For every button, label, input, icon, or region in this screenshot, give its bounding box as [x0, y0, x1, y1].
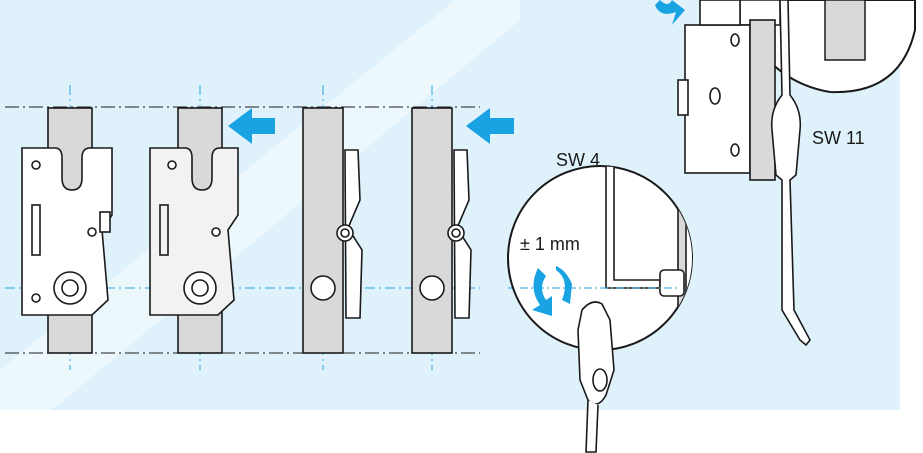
keeper-step-1 — [21, 107, 113, 354]
watermark — [0, 0, 520, 420]
rail-step-3 — [302, 107, 363, 354]
label-adjustment: ± 1 mm — [520, 234, 580, 254]
push-arrow-icon — [228, 108, 275, 144]
keeper-detail-top — [677, 0, 776, 181]
rotate-arrow-icon — [532, 266, 572, 316]
label-sw4: SW 4 — [556, 150, 601, 170]
wrench-sw11 — [770, 0, 811, 347]
lever-detail — [577, 301, 615, 453]
keeper-step-2 — [149, 107, 239, 354]
label-sw11: SW 11 — [812, 128, 865, 148]
rotate-arrow-icon — [655, 0, 685, 25]
push-arrow-icon — [466, 108, 514, 144]
rail-step-4 — [411, 107, 472, 354]
